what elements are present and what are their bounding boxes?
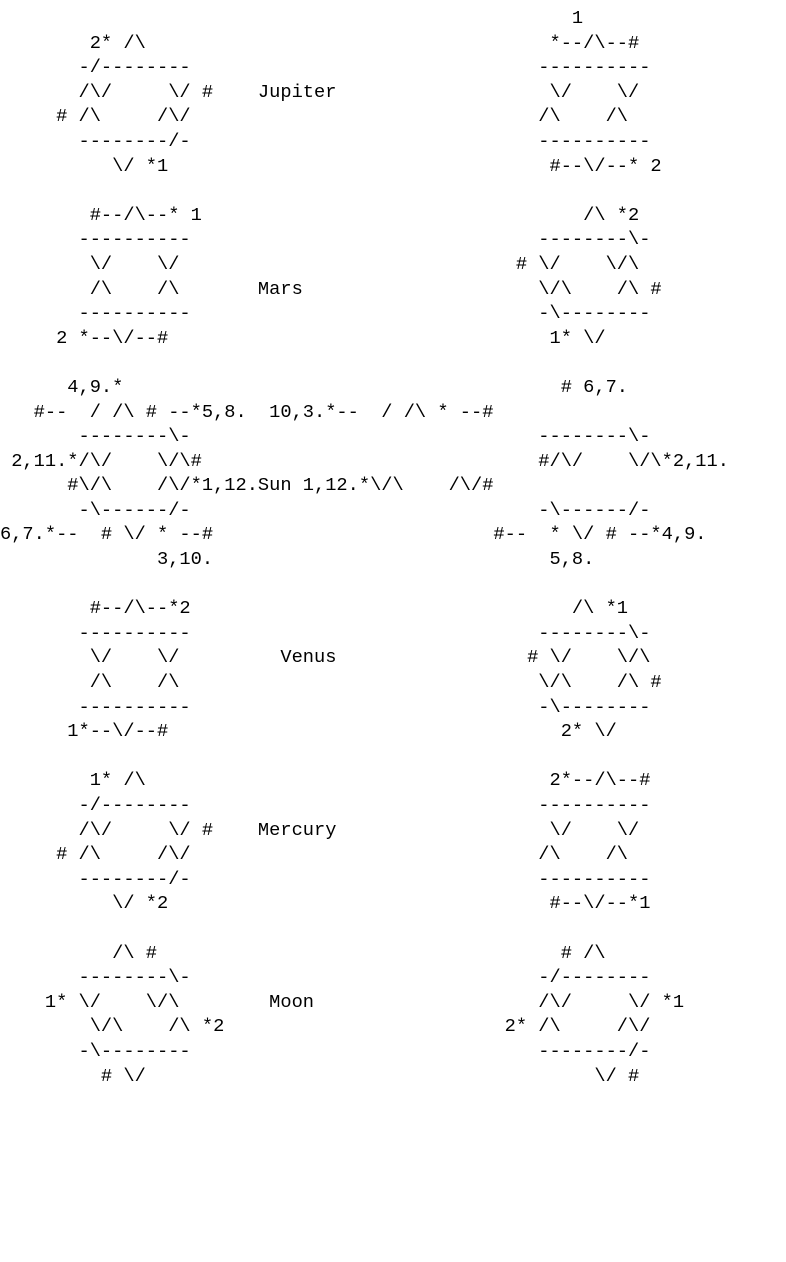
diagram-line: --------/- ---------- [0,867,651,890]
diagram-line: # /\ /\/ /\ /\ [0,843,629,866]
diagram-line: ---------- --------\- [0,228,651,251]
diagram-line: 1*--\/--# 2* \/ [0,720,617,743]
diagram-line: 1* /\ 2*--/\--# [0,769,651,792]
diagram-line: # \/ \/ # [0,1064,640,1087]
diagram-line: ---------- -\-------- [0,302,651,325]
diagram-line: 2 *--\/--# 1* \/ [0,326,606,349]
diagram-line: 3,10. 5,8. [0,548,595,571]
diagram-line: /\ /\ Mars \/\ /\ # [0,277,662,300]
diagram-line: ---------- -\-------- [0,695,651,718]
diagram-line: \/ *1 #--\/--* 2 [0,154,662,177]
diagram-line: 1* \/ \/\ Moon /\/ \/ *1 [0,990,685,1013]
diagram-line: # /\ /\/ /\ /\ [0,105,629,128]
diagram-line: -\-------- --------/- [0,1039,651,1062]
diagram-line: 4,9.* # 6,7. [0,375,629,398]
diagram-line: --------\- --------\- [0,425,651,448]
diagram-line: #-- / /\ # --*5,8. 10,3.*-- / /\ * --# [0,400,494,423]
diagram-line: #--/\--*2 /\ *1 [0,597,629,620]
diagram-line [0,916,786,941]
diagram-line: 2,11.*/\/ \/\# #/\/ \/\*2,11. [0,449,729,472]
diagram-line: \/ *2 #--\/--*1 [0,892,651,915]
diagram-line: 2* /\ *--/\--# [0,31,640,54]
diagram-line [0,178,786,203]
diagram-line: /\ /\ \/\ /\ # [0,671,662,694]
diagram-line: \/\ /\ *2 2* /\ /\/ [0,1015,651,1038]
diagram-line: /\/ \/ # Mercury \/ \/ [0,818,640,841]
diagram-line: ---------- --------\- [0,621,651,644]
diagram-line: 1 [0,7,584,29]
diagram-line: \/ \/ Venus # \/ \/\ [0,646,651,669]
diagram-line: --------/- ---------- [0,129,651,152]
diagram-line: /\/ \/ # Jupiter \/ \/ [0,80,640,103]
diagram-line: 6,7.*-- # \/ * --# #-- * \/ # --*4,9. [0,523,707,546]
diagram-line [0,350,786,375]
diagram-line: #\/\ /\/*1,12.Sun 1,12.*\/\ /\/# [0,474,494,497]
diagram-line [0,572,786,597]
diagram-line: -\------/- -\------/- [0,498,651,521]
diagram-line: \/ \/ # \/ \/\ [0,252,640,275]
diagram-line: --------\- -/-------- [0,966,651,989]
diagram-line: #--/\--* 1 /\ *2 [0,203,640,226]
diagram-line: -/-------- ---------- [0,56,651,79]
diagram-line: -/-------- ---------- [0,794,651,816]
diagram-line [0,744,786,769]
diagram-line: /\ # # /\ [0,941,606,964]
